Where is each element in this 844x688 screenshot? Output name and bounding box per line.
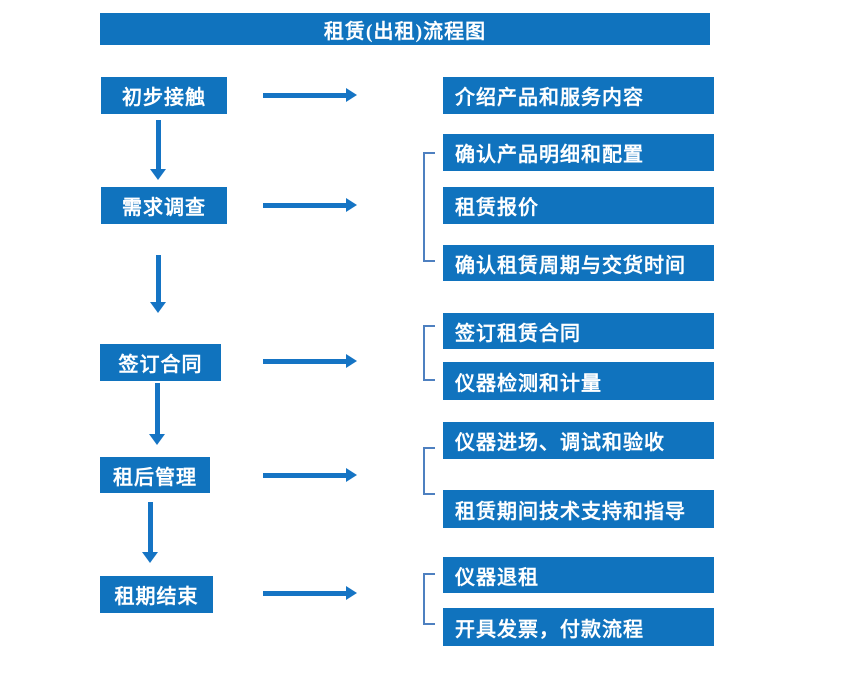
group-bracket [423,447,435,495]
arrow-head [346,468,357,482]
page-title: 租赁(出租)流程图 [323,20,487,43]
stage-box-post-rental-management: 租后管理 [100,457,210,493]
arrow-shaft [263,590,346,596]
group-bracket [423,573,435,625]
detail-box-confirm-period-delivery: 确认租赁周期与交货时间 [443,245,714,281]
arrow-down-icon [150,120,166,180]
stage-box-demand-survey: 需求调查 [101,187,227,224]
detail-box-tech-support: 租赁期间技术支持和指导 [443,490,714,528]
stage-box-initial-contact: 初步接触 [101,77,227,114]
detail-box-introduce-products: 介绍产品和服务内容 [443,77,714,114]
arrow-down-icon [142,502,158,563]
group-bracket [423,325,435,381]
detail-box-instrument-setup-acceptance: 仪器进场、调试和验收 [443,422,714,459]
arrow-shaft [263,202,346,208]
arrow-head [142,552,158,563]
arrow-head [346,354,357,368]
detail-box-confirm-product-config: 确认产品明细和配置 [443,134,714,171]
arrow-shaft [263,472,346,478]
stage-box-rental-end: 租期结束 [100,576,213,613]
detail-box-instrument-return: 仪器退租 [443,557,714,593]
arrow-right-icon [263,87,357,103]
arrow-head [346,198,357,212]
detail-box-rental-quote: 租赁报价 [443,187,714,224]
arrow-right-icon [263,197,357,213]
arrow-right-icon [263,585,357,601]
arrow-head [150,302,166,313]
title-bar: 租赁(出租)流程图 [100,13,710,45]
arrow-shaft [263,92,346,98]
arrow-head [346,88,357,102]
detail-box-invoice-payment: 开具发票，付款流程 [443,608,714,646]
detail-box-sign-rental-contract: 签订租赁合同 [443,313,714,349]
stage-box-sign-contract: 签订合同 [100,344,221,381]
arrow-shaft [263,358,346,364]
group-bracket [423,152,435,262]
arrow-down-icon [149,383,165,445]
arrow-shaft [154,383,160,435]
arrow-right-icon [263,467,357,483]
arrow-head [346,586,357,600]
arrow-head [149,434,165,445]
arrow-shaft [155,120,161,170]
arrow-right-icon [263,353,357,369]
arrow-shaft [147,502,153,553]
arrow-head [150,169,166,180]
arrow-shaft [155,255,161,303]
detail-box-instrument-testing: 仪器检测和计量 [443,362,714,400]
arrow-down-icon [150,255,166,313]
